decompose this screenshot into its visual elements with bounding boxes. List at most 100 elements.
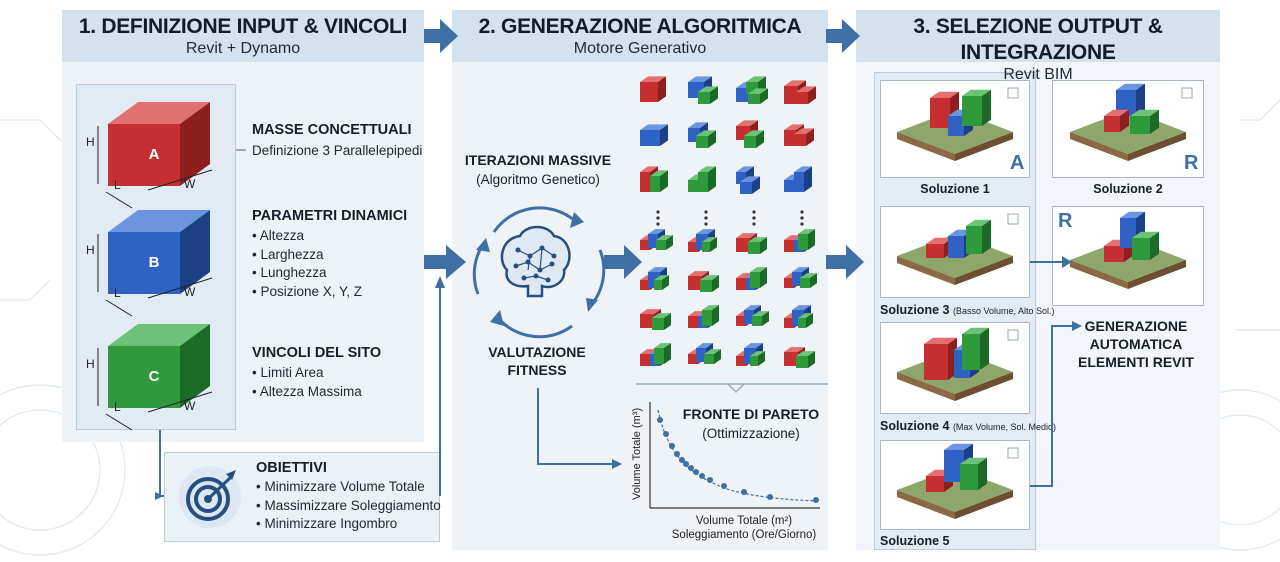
stage1-subtitle: Revit + Dynamo — [185, 40, 301, 57]
mass-c-letter: C — [149, 368, 160, 385]
cube-block — [748, 88, 768, 104]
gen-line-3: ELEMENTI REVIT — [1078, 354, 1194, 370]
arrow-icon — [604, 245, 642, 279]
ellipsis-dot — [656, 216, 660, 220]
ellipsis-dot — [704, 222, 708, 226]
cube-icon — [1007, 213, 1019, 225]
solution-2-label: Soluzione 2 — [1093, 182, 1163, 196]
param-item: Altezza — [252, 227, 362, 246]
mass-c: C H L W — [86, 324, 213, 430]
ellipsis-dot — [800, 222, 804, 226]
masse-title: MASSE CONCETTUALI — [252, 122, 412, 138]
param-item: Larghezza — [252, 246, 362, 265]
solution-1-label: Soluzione 1 — [920, 182, 990, 196]
solution-5-label: Soluzione 5 — [880, 534, 950, 548]
cube-block — [650, 170, 668, 192]
ellipsis-dot — [656, 222, 660, 226]
iter-title: ITERAZIONI MASSIVE — [464, 152, 612, 168]
solution-4-note: (Max Volume, Sol. Medio) — [952, 422, 1056, 432]
pareto-point — [688, 465, 694, 471]
mass-b-l: L — [114, 286, 121, 300]
cube-icon — [1007, 87, 1019, 99]
cube-block — [744, 130, 764, 148]
cube-block — [1132, 231, 1159, 260]
pareto-ylabel: Volume Totale (m³) — [631, 408, 643, 500]
pareto-point — [813, 497, 819, 503]
cube-block — [700, 275, 719, 292]
param-item: Lunghezza — [252, 264, 362, 283]
stage2-title: 2. GENERAZIONE ALGORITMICA — [478, 15, 802, 38]
mass-b-w: W — [184, 285, 196, 299]
revit-badge-r-2: R — [1058, 210, 1073, 232]
pareto-points — [657, 417, 819, 503]
fitness-title-2: FITNESS — [507, 362, 567, 378]
cube-block — [1116, 83, 1145, 116]
param-title: PARAMETRI DINAMICI — [252, 208, 408, 224]
iter-sub: (Algoritmo Genetico) — [476, 172, 600, 187]
cube-block — [798, 313, 813, 328]
cube-icon — [1007, 447, 1019, 459]
cube-block — [702, 237, 717, 252]
mass-b: B H L W — [86, 210, 213, 317]
cube-block — [740, 176, 760, 194]
cube-block — [1104, 109, 1129, 132]
pareto-point — [693, 469, 699, 475]
pareto-point — [679, 457, 685, 463]
pareto-xlabel-1: Volume Totale (m²) — [696, 515, 792, 527]
mass-c-h: H — [86, 357, 95, 371]
masses-illustration: A H L W B H L W C H L W — [86, 102, 213, 430]
stage2-subtitle: Motore Generativo — [573, 40, 707, 57]
stage1-title: 1. DEFINIZIONE INPUT & VINCOLI — [78, 15, 408, 38]
ellipsis-dot — [656, 210, 660, 214]
param-list: Altezza Larghezza Lunghezza Posizione X,… — [252, 227, 362, 301]
mass-c-l: L — [114, 400, 121, 414]
arrow-icon — [424, 245, 466, 279]
pareto-xlabel-2: Soleggiamento (Ore/Giorno) — [672, 529, 817, 541]
vincoli-title: VINCOLI DEL SITO — [252, 345, 382, 361]
cube-block — [702, 305, 719, 326]
solution-3-label: Soluzione 3 (Basso Volume, Alto Sol.) — [880, 303, 1055, 317]
cube-block — [794, 128, 814, 146]
cube-block — [750, 267, 767, 288]
pareto-title: FRONTE DI PARETO — [682, 406, 820, 422]
cube-block — [750, 351, 765, 366]
iteration-cube-grid — [640, 76, 817, 368]
pareto-point — [663, 431, 669, 437]
ellipsis-dot — [752, 210, 756, 214]
ellipsis-dot — [752, 222, 756, 226]
cube-block — [966, 219, 991, 254]
cube-icon — [1181, 87, 1193, 99]
brain-icon — [500, 225, 571, 298]
cube-block — [962, 327, 989, 370]
mass-a-l: L — [114, 178, 121, 192]
mass-b-h: H — [86, 243, 95, 257]
pareto-point — [669, 443, 675, 449]
cube-block — [654, 343, 671, 364]
cube-block — [704, 349, 721, 364]
stage3-header: 3. SELEZIONE OUTPUT & INTEGRAZIONE Revit… — [856, 10, 1220, 83]
cube-block — [698, 166, 716, 192]
mass-a-letter: A — [149, 146, 160, 163]
vincoli-item: Altezza Massima — [252, 383, 362, 402]
obiettivi-list: Minimizzare Volume Totale Massimizzare S… — [256, 478, 440, 534]
pareto-point — [767, 494, 773, 500]
masse-desc: Definizione 3 Parallelepipedi — [252, 143, 423, 158]
stage3-subtitle: Revit BIM — [1003, 66, 1073, 83]
param-item: Posizione X, Y, Z — [252, 283, 362, 302]
cube-block — [652, 313, 671, 330]
mass-a-w: W — [184, 177, 196, 191]
solution-3-note: (Basso Volume, Alto Sol.) — [952, 306, 1055, 316]
vincoli-item: Limiti Area — [252, 364, 362, 383]
mass-a: A H L W — [86, 102, 213, 209]
pareto-point — [707, 477, 713, 483]
fitness-title-1: VALUTAZIONE — [488, 344, 586, 360]
arrow-icon — [826, 19, 860, 53]
ellipsis-dot — [704, 210, 708, 214]
revit-badge-r-1: R — [1184, 152, 1199, 174]
arrow-icon — [826, 245, 864, 279]
stage1-header: 1. DEFINIZIONE INPUT & VINCOLI Revit + D… — [62, 10, 424, 62]
cube-block — [1130, 109, 1159, 134]
pareto-point — [741, 489, 747, 495]
